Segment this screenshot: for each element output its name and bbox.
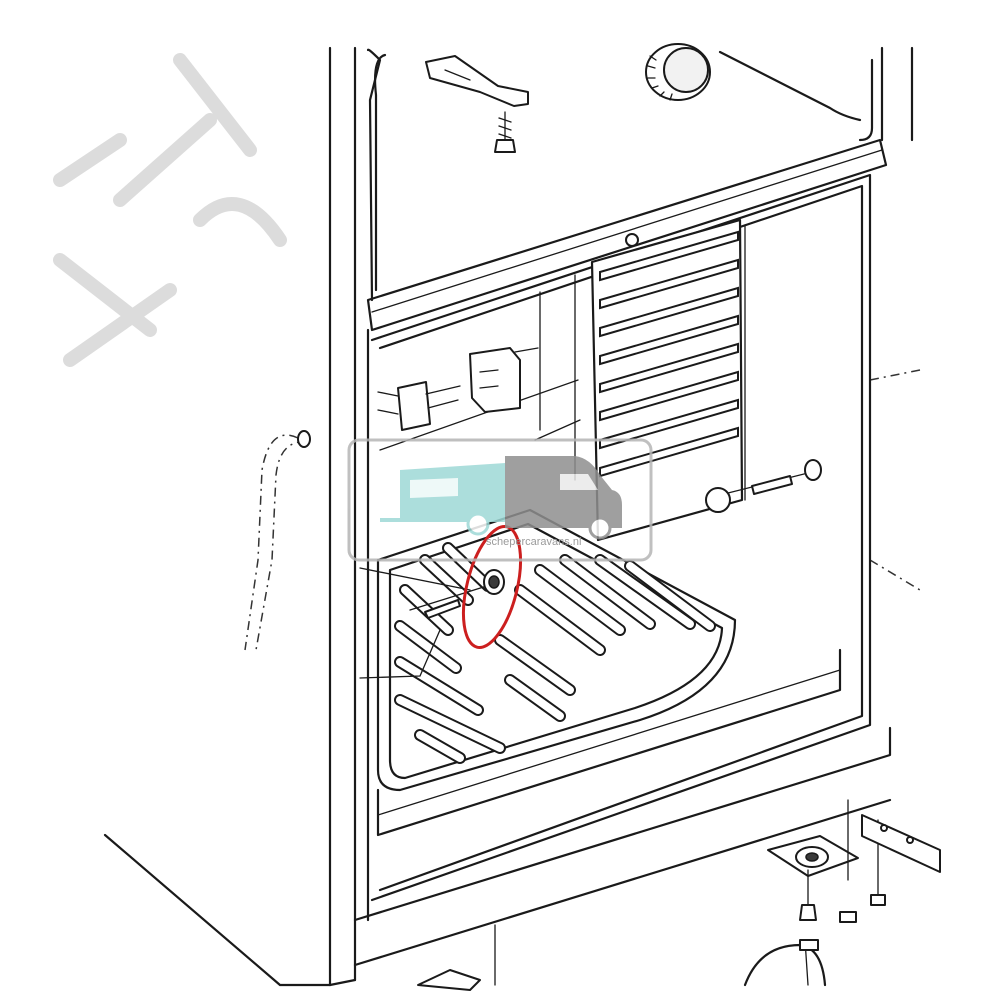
door-catch-plate (469, 347, 539, 413)
door-hinge-bracket (425, 55, 529, 153)
watermark-url-text: schepercaravans.nl (486, 536, 582, 548)
camper-icon (505, 456, 622, 540)
foot-plate (417, 924, 496, 991)
cabinet-body (103, 46, 921, 987)
mounting-rail (861, 814, 941, 873)
door-catch-bracket (377, 381, 461, 431)
background-ghost-drawing (53, 53, 287, 367)
interior-lines (379, 274, 581, 481)
drain-hose (244, 430, 311, 651)
rear-fastener-assembly (705, 459, 822, 513)
freezer-compartment (366, 48, 888, 332)
watermark-logo (347, 438, 653, 562)
thermostat-knob (645, 43, 711, 101)
caster-wheel (743, 939, 827, 987)
screw-with-grommet (359, 567, 505, 679)
cooling-fins (590, 218, 746, 542)
crisper-drawer (376, 508, 842, 837)
leveling-foot (767, 799, 886, 923)
drawer-slots (394, 542, 716, 764)
